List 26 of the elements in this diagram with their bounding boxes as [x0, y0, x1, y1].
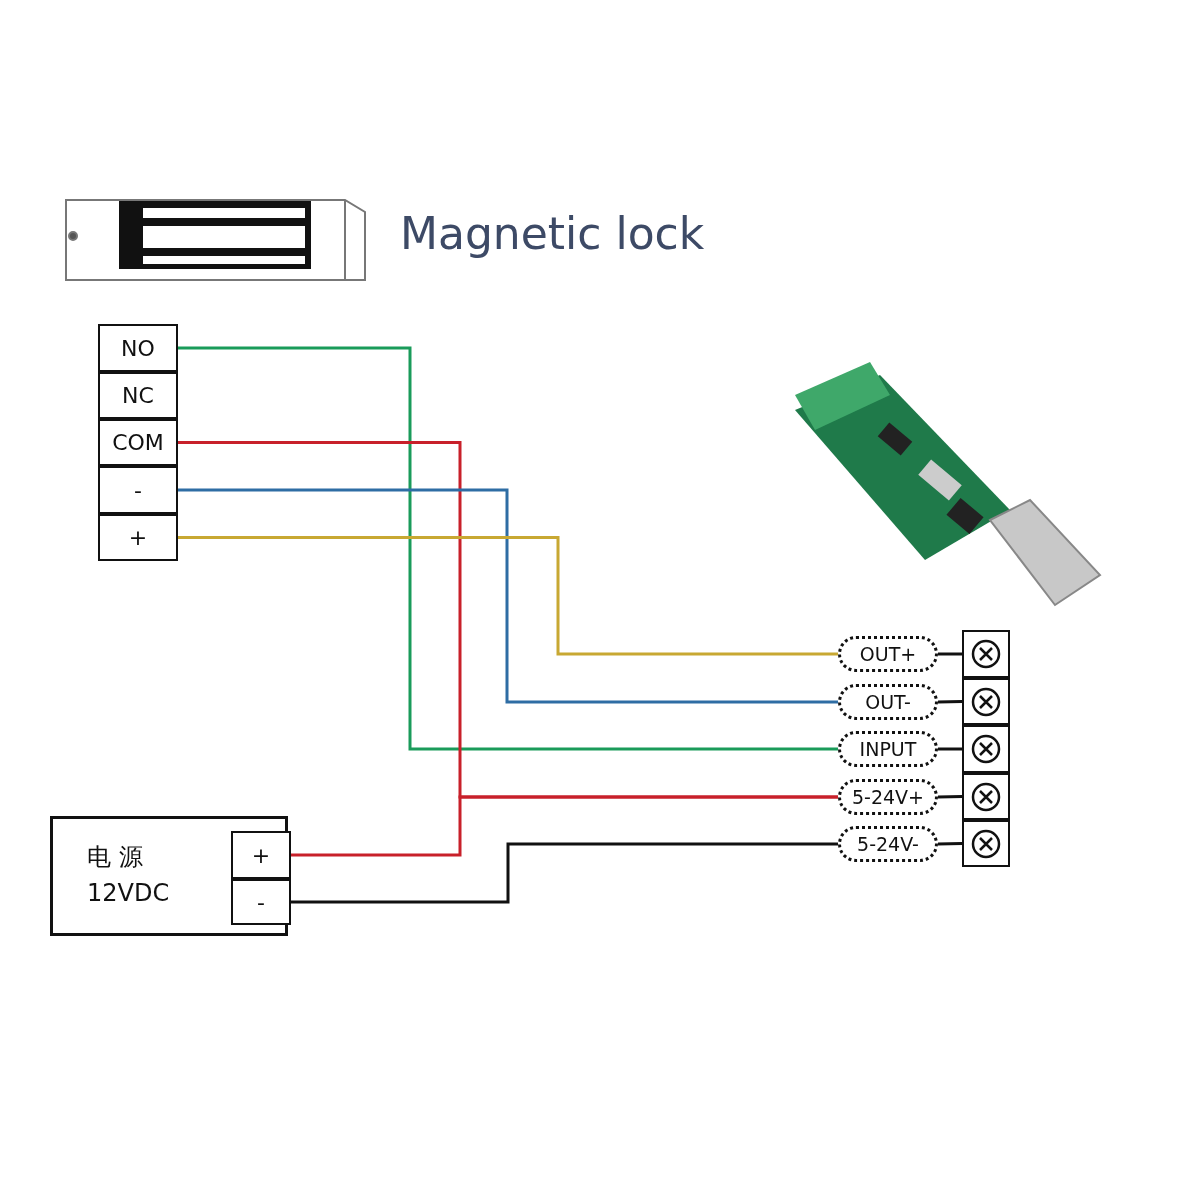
wire: [938, 652, 962, 656]
terminal-cell: -: [98, 466, 178, 514]
power-supply-label: 12VDC: [87, 879, 170, 907]
power-supply-label: 电 源: [87, 842, 143, 873]
wire: [291, 795, 838, 857]
wire: [178, 488, 838, 704]
power-supply-box: [50, 816, 288, 936]
wire: [938, 747, 962, 751]
wire: [937, 700, 963, 704]
wire: [178, 536, 838, 656]
terminal-cell: -: [231, 879, 291, 925]
screw-terminal: [962, 725, 1010, 773]
wire: [291, 842, 838, 904]
screw-terminal: [962, 630, 1010, 678]
terminal-cell: NO: [98, 324, 178, 372]
title-label: Magnetic lock: [400, 208, 705, 259]
wire: [937, 842, 963, 846]
terminal-cell: +: [231, 831, 291, 879]
wire: [937, 795, 963, 799]
terminal-cell: NC: [98, 372, 178, 419]
screw-terminal: [962, 773, 1010, 820]
wire: [178, 346, 838, 751]
terminal-cell: +: [98, 514, 178, 561]
screw-terminal: [962, 820, 1010, 867]
screw-terminal: [962, 678, 1010, 725]
terminal-cell: COM: [98, 419, 178, 466]
